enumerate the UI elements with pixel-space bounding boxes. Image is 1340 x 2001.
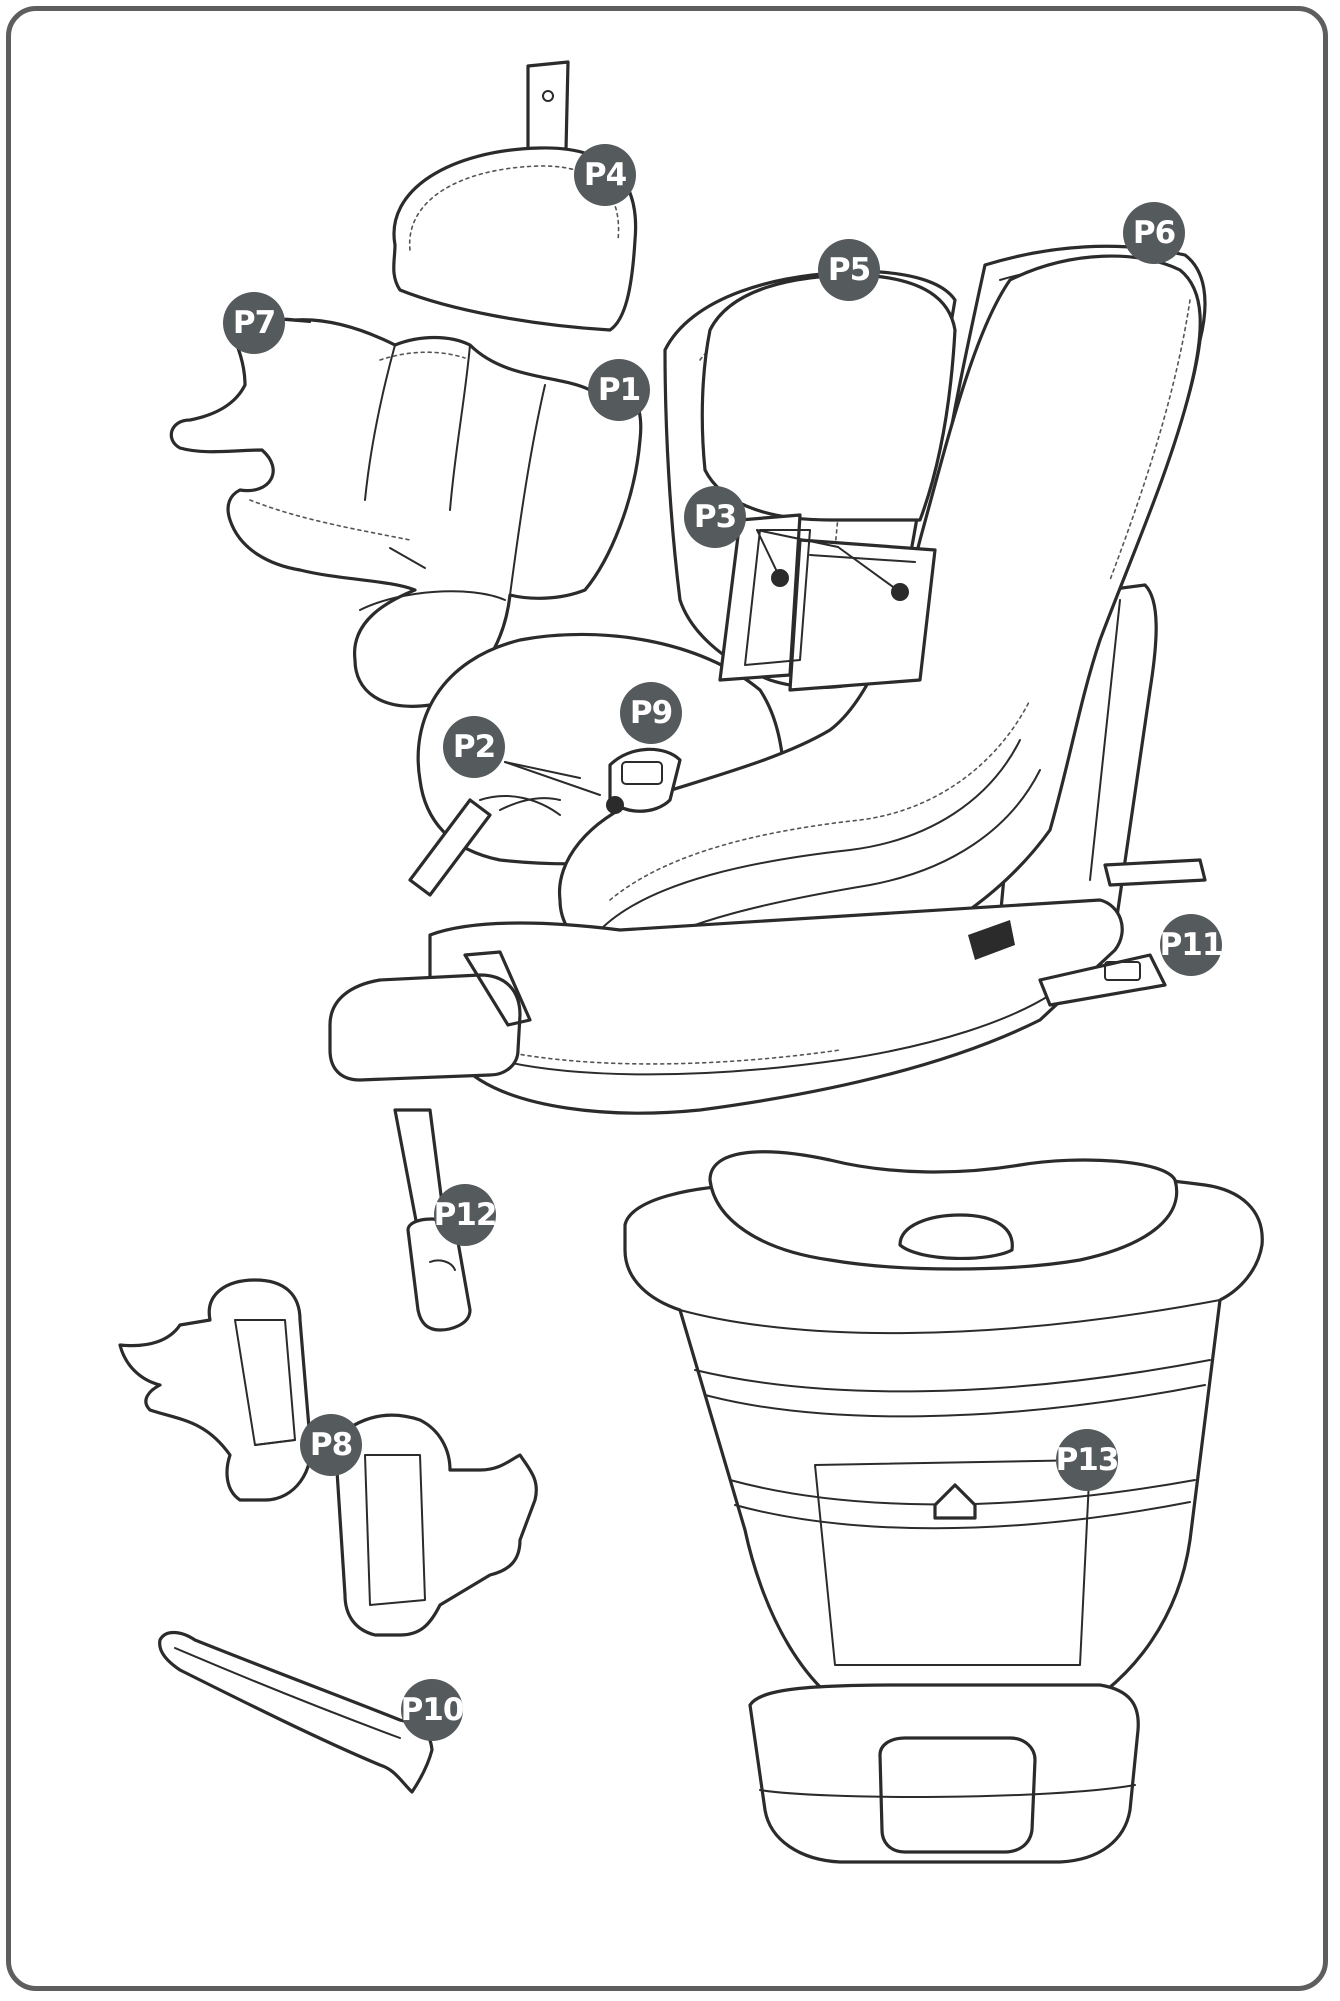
part-label-p6: P6	[1123, 202, 1185, 264]
rotating-base-part	[623, 1150, 1264, 1864]
part-label-p1: P1	[588, 359, 650, 421]
part-label-p9: P9	[620, 682, 682, 744]
leader-line	[504, 761, 581, 779]
leader-line	[837, 546, 901, 593]
part-label-p12: P12	[434, 1184, 497, 1246]
diagram-frame	[6, 6, 1328, 1991]
part-label-p7: P7	[223, 292, 285, 354]
leader-line	[756, 529, 781, 579]
leader-line	[284, 319, 311, 323]
part-label-p3: P3	[684, 486, 746, 548]
buckle-tool-part	[158, 1630, 434, 1794]
leader-lines	[284, 319, 901, 796]
part-label-p4: P4	[574, 144, 636, 206]
seat-shell	[328, 244, 1207, 1332]
part-label-p2: P2	[443, 716, 505, 778]
part-label-p8: P8	[300, 1414, 362, 1476]
body-cushion-part	[169, 317, 643, 708]
headrest-pad-part	[392, 60, 638, 332]
isofix-guides-part	[118, 1278, 538, 1637]
part-label-p10: P10	[401, 1679, 464, 1741]
part-label-p13: P13	[1056, 1429, 1119, 1491]
part-label-p11: P11	[1160, 914, 1223, 976]
leader-line	[504, 761, 601, 796]
leader-line	[756, 529, 839, 548]
part-label-p5: P5	[818, 239, 880, 301]
